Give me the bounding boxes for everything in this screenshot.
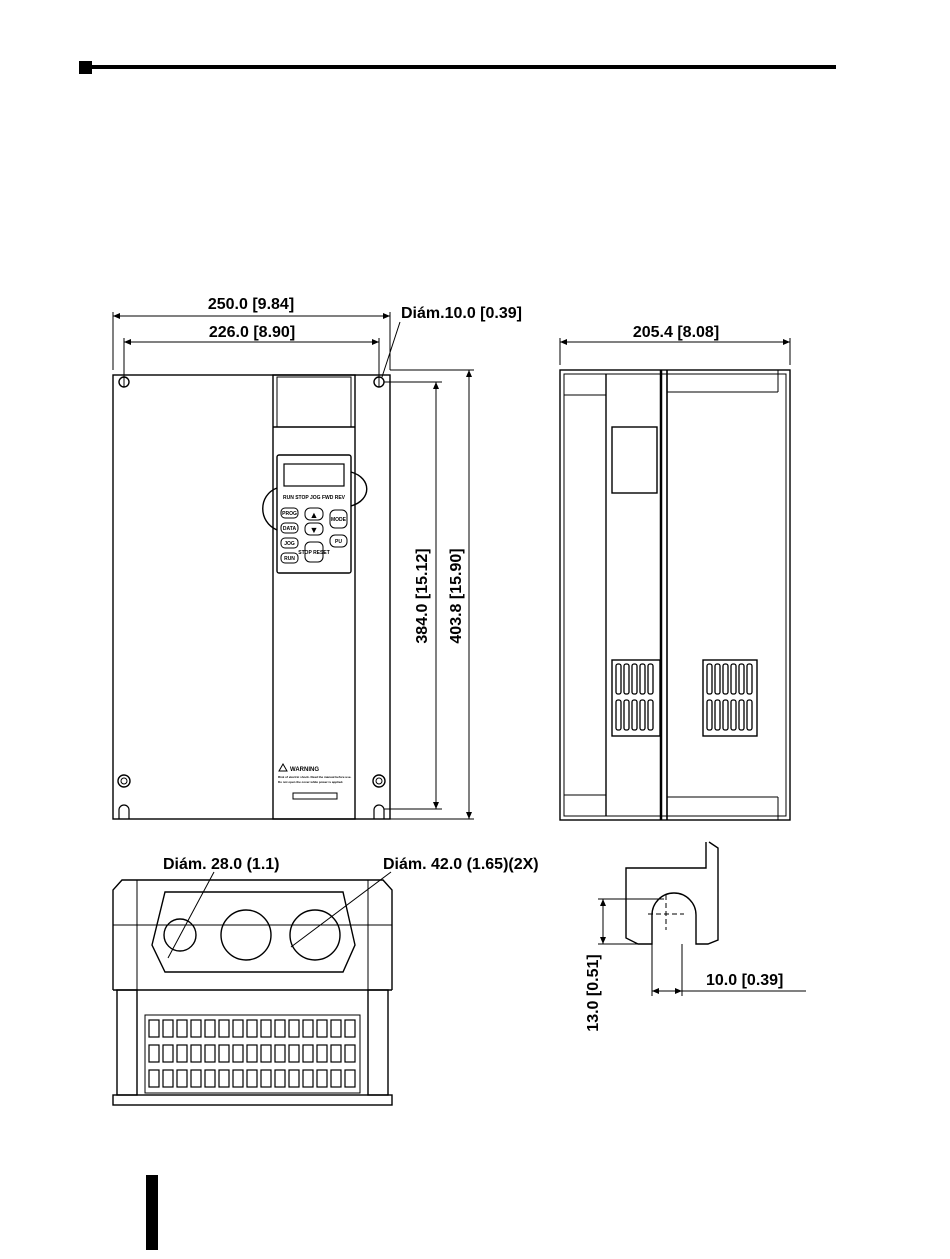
up-arrow-icon: ▲: [310, 510, 319, 520]
screw-icon-mid-left: [117, 774, 131, 788]
header-square: [79, 61, 92, 74]
side-vent-right: [702, 659, 758, 737]
slot-icon-bottom-left: [118, 804, 130, 819]
key-mode[interactable]: [329, 509, 348, 529]
dim-bottom-hole-large: Diám. 42.0 (1.65)(2X): [383, 856, 539, 873]
key-run[interactable]: [280, 552, 299, 564]
front-view: [112, 374, 391, 820]
front-body: [112, 374, 391, 820]
bottom-vent-grid: [144, 1014, 361, 1094]
key-up[interactable]: [304, 507, 324, 521]
warning-line-2: Do not open the cover while power is app…: [278, 780, 343, 784]
front-bottom-slot: [292, 792, 338, 800]
key-data[interactable]: [280, 522, 299, 534]
down-arrow-icon: ▼: [310, 525, 319, 535]
keypad-wing-right: [350, 471, 368, 507]
slot-detail: [625, 841, 719, 945]
conduit-hole-large-1: [220, 909, 272, 961]
front-dimension-lines: [112, 312, 474, 820]
key-pu-label: PU: [335, 539, 342, 545]
bottom-base: [112, 1094, 393, 1106]
dim-slot-height: 13.0 [0.51]: [585, 954, 602, 1031]
key-prog[interactable]: [280, 507, 299, 519]
leader-mount-hole: [381, 321, 401, 378]
slot-dimension-lines: [598, 895, 806, 996]
front-top-window: [276, 376, 352, 428]
leader-small-hole: [167, 871, 215, 959]
dim-mount-hole-diameter: Diám.10.0 [0.39]: [401, 305, 522, 322]
key-stop-label: STOP RESET: [298, 550, 330, 556]
side-view: [559, 369, 791, 821]
conduit-hole-small: [163, 918, 197, 952]
dim-side-depth: 205.4 [8.08]: [633, 324, 719, 341]
keypad-wing-left: [262, 487, 278, 531]
bracket-outline: [625, 841, 719, 945]
keypad: [276, 454, 352, 574]
side-window: [611, 426, 658, 494]
key-stop[interactable]: [304, 541, 324, 563]
bottom-vent-cells: [148, 1019, 356, 1088]
dim-front-width-mount: 226.0 [8.90]: [209, 324, 295, 341]
bottom-left-leg: [116, 989, 138, 1096]
conduit-hole-large-2: [289, 909, 341, 961]
key-pu[interactable]: [329, 534, 348, 548]
key-mode-label: MODE: [331, 517, 347, 523]
key-prog-label: PROG: [282, 511, 297, 517]
keypad-status-labels: RUN STOP JOG FWD REV: [283, 495, 346, 501]
key-jog-label: JOG: [284, 541, 295, 547]
dim-slot-width: 10.0 [0.39]: [706, 972, 783, 989]
side-vent-left: [611, 659, 661, 737]
warning-line-1: Risk of electric shock. Read the manual …: [278, 775, 352, 779]
keypad-display: [283, 463, 345, 487]
key-down[interactable]: [304, 522, 324, 536]
side-vent-slots: [615, 663, 753, 731]
dim-bottom-hole-small: Diám. 28.0 (1.1): [163, 856, 280, 873]
dim-height-total: 403.8 [15.90]: [448, 548, 465, 643]
bottom-view: [112, 871, 393, 1106]
side-dimension-lines: [559, 338, 791, 365]
dim-front-width-outer: 250.0 [9.84]: [208, 296, 294, 313]
bottom-top-housing: [112, 879, 393, 990]
warning-triangle-icon: [278, 762, 288, 772]
side-body: [559, 369, 791, 821]
front-center-panel: [272, 374, 356, 820]
dim-height-mount: 384.0 [15.12]: [414, 548, 431, 643]
bottom-right-leg: [367, 989, 389, 1096]
bottom-conduit-plate: [151, 891, 356, 973]
screw-icon-mid-right: [372, 774, 386, 788]
leader-large-hole: [290, 871, 392, 948]
key-run-label: RUN: [284, 556, 295, 562]
slot-icon-bottom-right: [373, 804, 385, 819]
key-jog[interactable]: [280, 537, 299, 549]
warning-title: WARNING: [290, 767, 319, 773]
footer-tab: [146, 1175, 158, 1250]
key-data-label: DATA: [283, 526, 297, 532]
